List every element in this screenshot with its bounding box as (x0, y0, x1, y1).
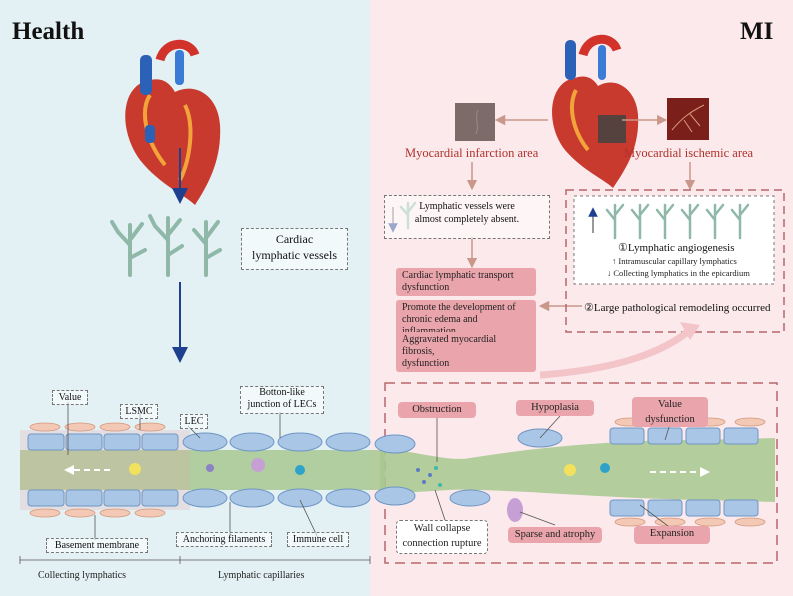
healthy-heart-icon (125, 39, 221, 205)
consequence-1: Cardiac lymphatic transport dysfunction (396, 268, 536, 296)
ischemic-area-label: Myocardial ischemic area (624, 146, 754, 160)
intramuscular-label: ↑ Intramuscular capillary lymphatics (612, 256, 737, 266)
angiogenesis-label: ①Lymphatic angiogenesis (618, 242, 735, 254)
collecting-lymphatics-label: Collecting lymphatics (38, 570, 127, 581)
collecting-epicardium-label: ↓ Collecting lymphatics in the epicardiu… (607, 268, 750, 278)
consequence-3: Aggravated myocardial fibrosis, dysfunct… (396, 332, 536, 372)
remodeling-label: ②Large pathological remodeling occurred (584, 302, 771, 314)
infarction-area-label: Myocardial infarction area (405, 146, 539, 160)
lec-label: LEC (180, 414, 208, 429)
sparse-atrophy-label: Sparse and atrophy (508, 527, 602, 543)
botton-junction-label: Botton-like junction of LECs (240, 386, 324, 414)
lsmc-label: LSMC (120, 404, 158, 419)
health-title: Health (12, 18, 85, 45)
absent-vessels-label: Lymphatic vessels were almost completely… (384, 195, 550, 239)
value-label: Value (52, 390, 88, 405)
anchoring-filaments-label: Anchoring filaments (176, 532, 272, 547)
wall-collapse-label: Wall collapse connection rupture (396, 520, 488, 554)
immune-cell-label: Immune cell (287, 532, 349, 547)
infarction-tissue-image (455, 103, 495, 141)
ischemic-tissue-image (667, 98, 709, 140)
expansion-label: Expansion (634, 526, 710, 544)
mi-heart-icon (552, 34, 639, 188)
lymphatic-channel (20, 417, 775, 527)
basement-membrane-label: Basement membrane (46, 538, 148, 553)
value-dysfunction-label: Value dysfunction (632, 397, 708, 427)
obstruction-label: Obstruction (398, 402, 476, 418)
mi-title: MI (740, 18, 774, 45)
lymphatic-vessel-icon (110, 214, 222, 277)
lymphatic-capillaries-label: Lymphatic capillaries (218, 570, 305, 581)
cardiac-lymphatic-vessels-label: Cardiac lymphatic vessels (241, 228, 348, 270)
hypoplasia-label: Hypoplasia (516, 400, 594, 416)
